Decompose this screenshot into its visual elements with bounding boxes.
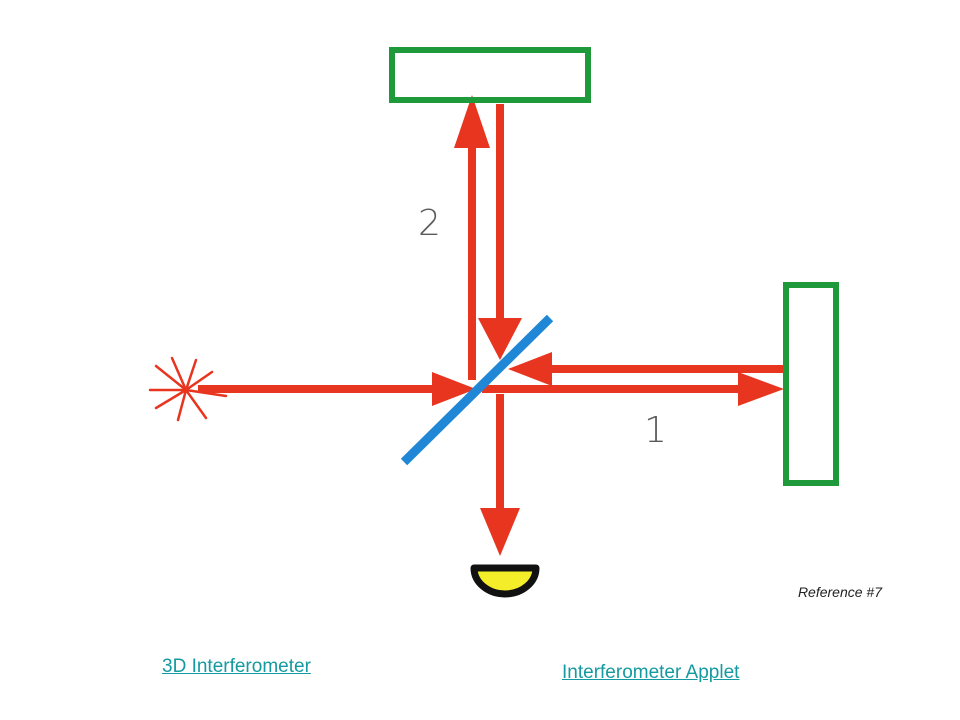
beam-arm2-up: [454, 95, 490, 380]
path-label-2: 2: [418, 203, 441, 244]
beam-output: [480, 394, 520, 556]
reference-note: Reference #7: [797, 584, 882, 600]
detector-icon: [470, 564, 540, 598]
path-label-1: 1: [644, 410, 667, 451]
mirror-right: [783, 282, 839, 486]
mirror-top: [389, 47, 591, 103]
beam-arm1-return: [508, 352, 784, 386]
link-3d-interferometer[interactable]: 3D Interferometer: [162, 656, 311, 677]
beam-arm2-return: [478, 104, 522, 360]
link-interferometer-applet[interactable]: Interferometer Applet: [562, 662, 740, 683]
beam-arm1-out: [482, 372, 784, 406]
beam-incoming: [198, 372, 476, 406]
beam-splitter: [400, 314, 554, 466]
